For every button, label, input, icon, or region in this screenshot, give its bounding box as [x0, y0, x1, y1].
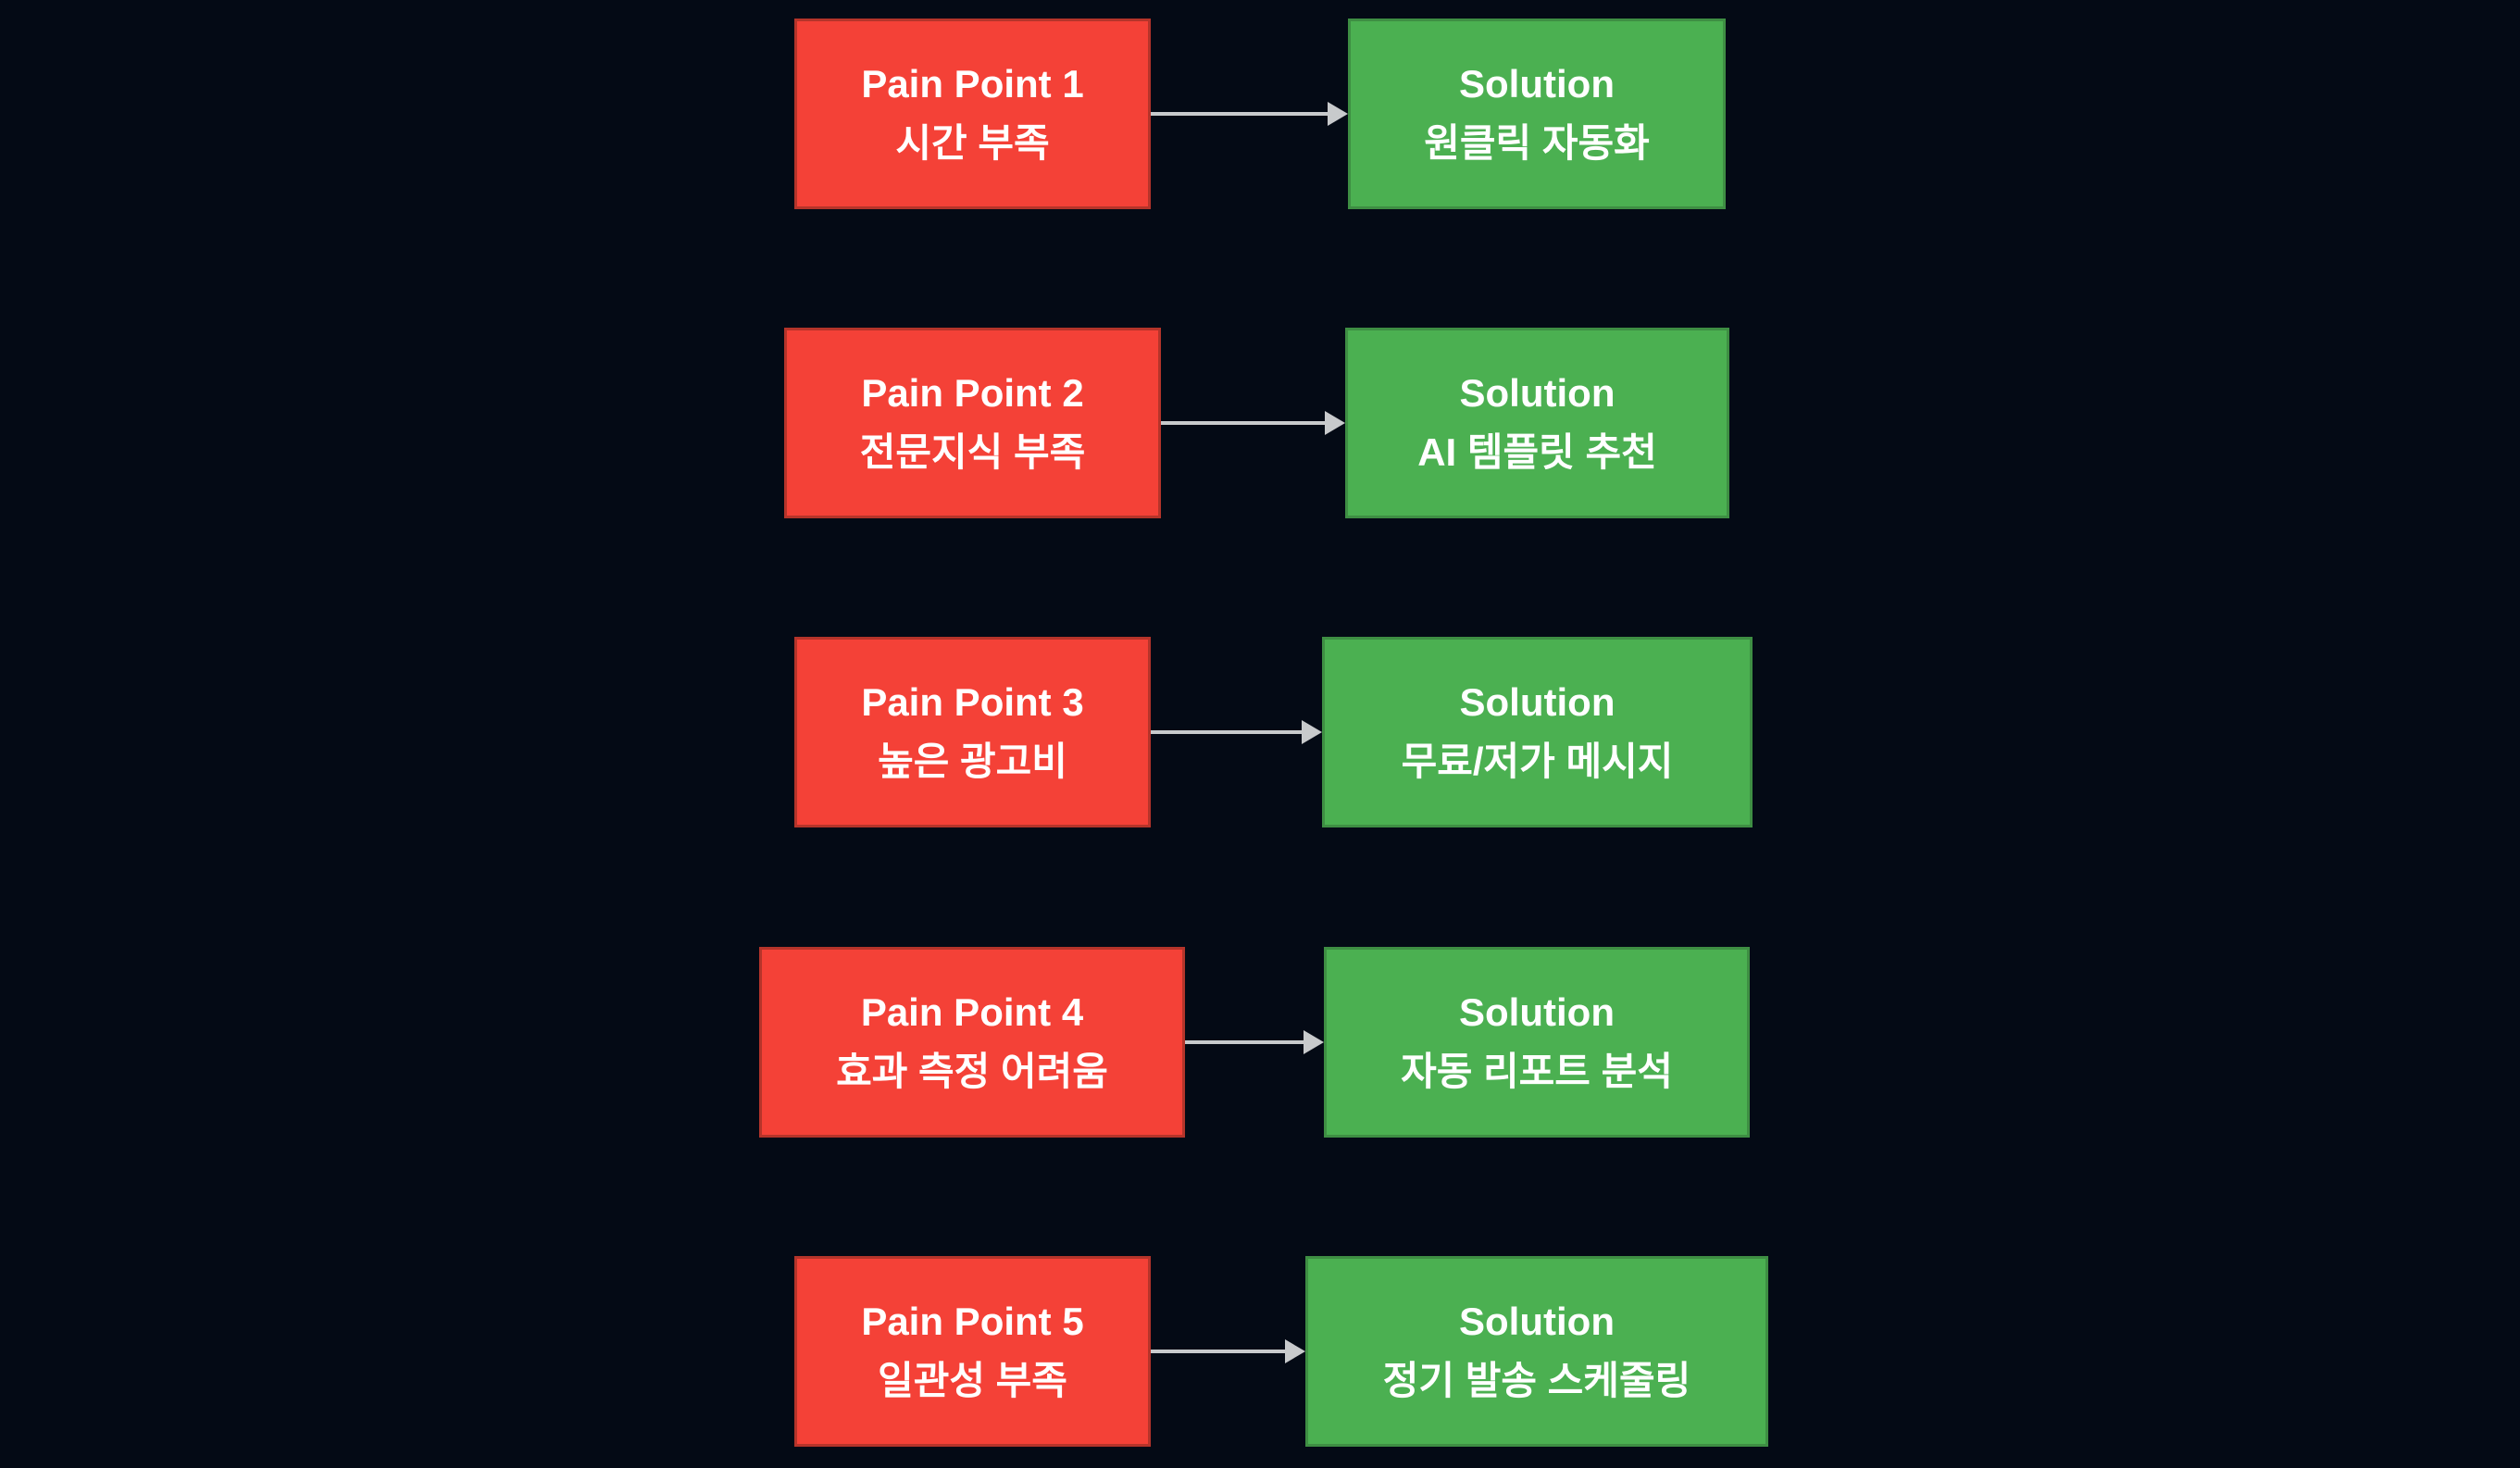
pain-point-title: Pain Point 4 [860, 990, 1084, 1034]
pain-point-box-4: Pain Point 4 효과 측정 어려움 [759, 947, 1185, 1138]
diagram-row-3: Pain Point 3 높은 광고비 Solution 무료/저가 메시지 [0, 637, 2520, 827]
arrow-connector-1 [1151, 102, 1348, 126]
solution-title: Solution [1459, 371, 1616, 415]
solution-label: 원클릭 자동화 [1424, 121, 1650, 165]
solution-label: AI 템플릿 추천 [1417, 430, 1657, 474]
arrow-connector-4 [1185, 1030, 1324, 1054]
pain-point-label: 전문지식 부족 [859, 430, 1086, 474]
solution-title: Solution [1459, 1300, 1615, 1343]
solution-box-2: Solution AI 템플릿 추천 [1345, 328, 1729, 518]
pain-point-label: 일관성 부족 [878, 1359, 1067, 1402]
diagram-row-2: Pain Point 2 전문지식 부족 Solution AI 템플릿 추천 [0, 328, 2520, 518]
pain-point-box-2: Pain Point 2 전문지식 부족 [784, 328, 1161, 518]
solution-title: Solution [1459, 62, 1615, 106]
pain-point-title: Pain Point 5 [861, 1300, 1084, 1343]
pain-point-label: 높은 광고비 [878, 740, 1067, 783]
arrow-connector-3 [1151, 720, 1322, 744]
solution-box-4: Solution 자동 리포트 분석 [1324, 947, 1750, 1138]
pain-point-title: Pain Point 3 [861, 680, 1084, 724]
solution-title: Solution [1459, 990, 1615, 1034]
solution-label: 자동 리포트 분석 [1401, 1050, 1673, 1093]
pain-point-box-1: Pain Point 1 시간 부족 [794, 19, 1151, 209]
diagram-row-1: Pain Point 1 시간 부족 Solution 원클릭 자동화 [0, 19, 2520, 209]
solution-label: 정기 발송 스케줄링 [1382, 1359, 1691, 1402]
pain-point-title: Pain Point 2 [861, 371, 1084, 415]
solution-label: 무료/저가 메시지 [1401, 740, 1674, 783]
arrow-connector-2 [1161, 411, 1345, 435]
pain-point-label: 효과 측정 어려움 [836, 1050, 1108, 1093]
pain-point-box-3: Pain Point 3 높은 광고비 [794, 637, 1151, 827]
solution-box-5: Solution 정기 발송 스케줄링 [1305, 1256, 1768, 1447]
diagram-row-4: Pain Point 4 효과 측정 어려움 Solution 자동 리포트 분… [0, 947, 2520, 1138]
pain-point-title: Pain Point 1 [861, 62, 1084, 106]
pain-point-label: 시간 부족 [895, 121, 1050, 165]
arrow-connector-5 [1151, 1339, 1305, 1363]
solution-title: Solution [1459, 680, 1616, 724]
solution-box-3: Solution 무료/저가 메시지 [1322, 637, 1753, 827]
solution-box-1: Solution 원클릭 자동화 [1348, 19, 1726, 209]
pain-point-box-5: Pain Point 5 일관성 부족 [794, 1256, 1151, 1447]
diagram-row-5: Pain Point 5 일관성 부족 Solution 정기 발송 스케줄링 [0, 1256, 2520, 1447]
